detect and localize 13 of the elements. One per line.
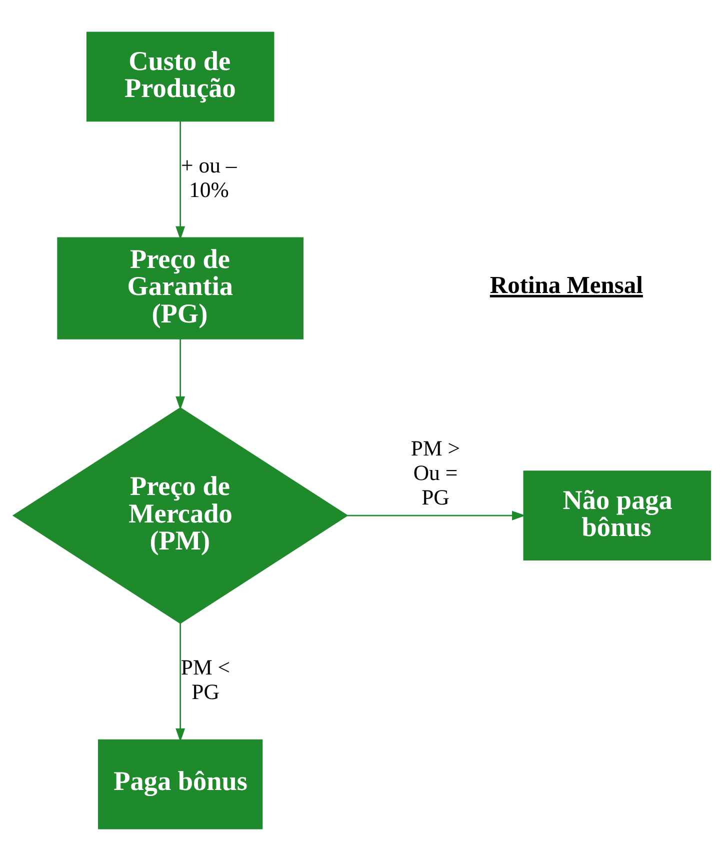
label: Rotina Mensal — [490, 272, 643, 299]
edge-label: PM > Ou = PG — [410, 436, 460, 510]
edge-label: PM < PG — [180, 656, 230, 704]
node-diamond: Preço de Mercado (PM) — [12, 407, 348, 624]
arrow — [347, 510, 526, 520]
arrow — [176, 623, 186, 742]
node-box: Paga bônus — [98, 739, 263, 830]
edge-label: + ou – 10% — [180, 153, 237, 202]
arrow — [176, 121, 186, 240]
node-box: Não paga bônus — [523, 470, 712, 560]
node-box: Preço de Garantia (PG) — [57, 237, 304, 340]
node-box: Custo de Produção — [86, 32, 274, 122]
arrow — [176, 338, 186, 410]
